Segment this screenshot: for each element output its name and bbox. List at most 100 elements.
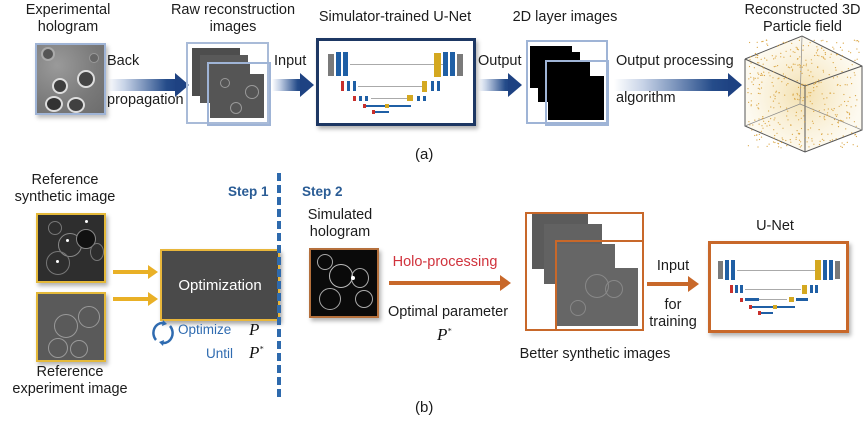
particle-dot: [763, 74, 766, 77]
particle-dot: [777, 65, 779, 67]
particle-dot: [780, 147, 782, 149]
particle-dot: [840, 145, 842, 147]
particle-dot: [787, 110, 789, 112]
particle-dot: [807, 137, 810, 139]
particle-dot: [773, 119, 775, 121]
particle-dot: [855, 40, 857, 42]
particle-dot: [794, 98, 796, 100]
particle-dot: [846, 84, 848, 86]
particle-dot: [804, 121, 806, 123]
ref-synthetic-image: [36, 213, 106, 283]
particle-dot: [775, 91, 777, 93]
particle-dot: [803, 96, 805, 99]
ref-experiment-label: Reference experiment image: [0, 364, 140, 398]
particle-dot: [855, 135, 857, 138]
param-symbol-text: P: [249, 343, 260, 362]
particle-dot: [846, 76, 849, 78]
algorithm-label: algorithm: [616, 90, 676, 106]
particle-dot: [808, 92, 810, 94]
panel-b-caption: (b): [415, 399, 434, 416]
particle-dot: [771, 81, 773, 84]
particle-dot: [780, 141, 783, 144]
label-line: training: [649, 314, 697, 330]
particle-dot: [778, 146, 780, 148]
particle-dot: [772, 141, 775, 143]
particle-dot: [778, 139, 780, 142]
particle-dot: [833, 108, 835, 110]
particle-dot: [766, 145, 768, 147]
particle-dot: [754, 77, 756, 79]
particle-dot: [821, 56, 823, 58]
particle-dot: [794, 51, 796, 53]
particle-dot: [797, 64, 799, 66]
particle-dot: [813, 110, 815, 112]
particle-dot: [798, 143, 800, 145]
particle-dot: [853, 39, 855, 41]
particle-dot: [810, 59, 812, 61]
particle-dot: [829, 56, 831, 58]
optimization-box: Optimization: [160, 249, 280, 321]
particle-dot: [837, 53, 839, 56]
particle-dot: [816, 86, 818, 88]
synthetic-to-optimization-arrow: [113, 265, 158, 279]
particle-dot: [840, 58, 842, 60]
particle-dot: [839, 119, 842, 121]
particle-dot: [785, 84, 788, 86]
particle-dot: [835, 69, 837, 71]
particle-dot: [787, 119, 789, 121]
particle-dot: [763, 71, 765, 73]
particle-dot: [841, 146, 843, 148]
particle-dot: [760, 74, 762, 76]
particle-dot: [750, 104, 752, 106]
particle-dot: [815, 52, 817, 54]
particle-dot: [755, 56, 757, 58]
particle-dot: [778, 44, 780, 46]
particle-dot: [829, 140, 831, 142]
particle-dot: [818, 129, 820, 131]
particle-dot: [853, 121, 855, 123]
particle-dot: [854, 134, 856, 136]
particle-dot: [819, 115, 821, 118]
particle-dot: [753, 67, 755, 69]
particle-dot: [759, 88, 761, 90]
particle-dot: [758, 62, 760, 64]
particle-dot: [837, 122, 839, 124]
particle-dot: [846, 117, 848, 119]
particle-dot: [756, 41, 758, 43]
particle-dot: [750, 100, 752, 102]
particle-dot: [853, 72, 855, 74]
particle-dot: [818, 79, 820, 81]
particle-dot: [797, 86, 800, 88]
holo-processing-arrow: [389, 275, 511, 291]
particle-dot: [750, 105, 752, 107]
particle-dot: [798, 119, 800, 121]
particle-dot: [811, 103, 813, 105]
particle-dot: [773, 129, 775, 131]
cycle-icon: [152, 320, 174, 346]
particle-dot: [827, 108, 829, 110]
particle-dot: [802, 49, 804, 51]
input-label-b: Input: [656, 258, 690, 274]
particle-dot: [757, 62, 759, 64]
particle-dot: [841, 55, 843, 57]
particle-dot: [802, 83, 804, 85]
particle-dot: [762, 63, 764, 65]
particle-dot: [758, 118, 760, 120]
particle-dot: [769, 124, 771, 126]
particle-dot: [756, 46, 758, 48]
optimal-parameter-label: Optimal parameter: [387, 304, 509, 320]
param-star: *: [447, 326, 452, 336]
label-line: hologram: [309, 224, 371, 240]
particle-dot: [842, 120, 844, 122]
until-label: Until: [206, 346, 234, 361]
particle-dot: [854, 74, 856, 76]
particle-dot: [813, 39, 815, 41]
particle-dot: [749, 124, 751, 126]
raw-reconstruction-label: Raw reconstruction images: [168, 2, 298, 36]
for-training-label: for training: [648, 297, 698, 331]
particle-dot: [792, 63, 794, 65]
particle-dot: [826, 41, 828, 43]
unet-box-b: [708, 241, 849, 333]
particle-dot: [818, 55, 820, 57]
param-star: *: [259, 344, 264, 354]
